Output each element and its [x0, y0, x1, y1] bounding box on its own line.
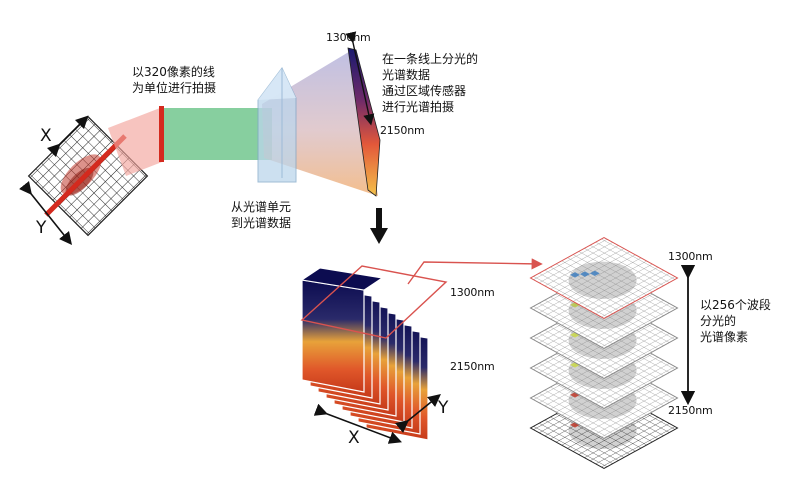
label-split-light-4: 进行光谱拍摄 — [382, 100, 455, 114]
green-beam — [164, 108, 272, 160]
label-split-light-2: 光谱数据 — [382, 68, 431, 82]
label-pixels-1: 以256个波段 — [700, 298, 771, 312]
label-pixels-3: 光谱像素 — [700, 330, 749, 344]
cube-slice-top — [300, 267, 384, 291]
label-spectral-unit-2: 到光谱数据 — [231, 216, 292, 230]
pixel-layer — [529, 237, 679, 319]
label-spectral-unit-1: 从光谱单元 — [231, 200, 292, 214]
label-split-light-1: 在一条线上分光的 — [382, 52, 479, 66]
wavelength-top-3: 1300nm — [668, 250, 713, 263]
axis-x-label-2: X — [348, 428, 360, 448]
axis-y-label-2: Y — [438, 398, 449, 418]
axis-x-label-1: X — [40, 126, 52, 146]
y-axis-arrow-2 — [394, 393, 441, 434]
label-split-light-3: 通过区域传感器 — [382, 84, 467, 98]
down-arrow-icon — [370, 208, 388, 244]
cube-slice — [301, 279, 365, 393]
slit-line — [159, 106, 164, 162]
x-axis-arrow-2 — [313, 403, 402, 444]
wavelength-top-1: 1300nm — [326, 31, 371, 44]
cube-highlight — [300, 265, 448, 339]
x-axis-arrow-1 — [46, 115, 89, 158]
wavelength-top-2: 1300nm — [450, 286, 495, 299]
connector-arrow — [407, 258, 543, 285]
label-line-scan-1: 以320像素的线 — [132, 65, 215, 79]
wavelength-arrow-1 — [345, 31, 375, 126]
wavelength-bottom-1: 2150nm — [380, 124, 425, 137]
prism — [257, 67, 297, 183]
y-axis-arrow-1 — [19, 181, 72, 245]
hypercube — [300, 265, 448, 441]
wavelength-bottom-2: 2150nm — [450, 360, 495, 373]
axis-y-label-1: Y — [36, 218, 47, 238]
red-beam — [108, 108, 162, 176]
label-pixels-2: 分光的 — [700, 314, 737, 328]
wavelength-bottom-3: 2150nm — [668, 404, 713, 417]
spectral-pixel-stack — [529, 237, 679, 469]
label-line-scan-2: 为单位进行拍摄 — [132, 81, 217, 95]
